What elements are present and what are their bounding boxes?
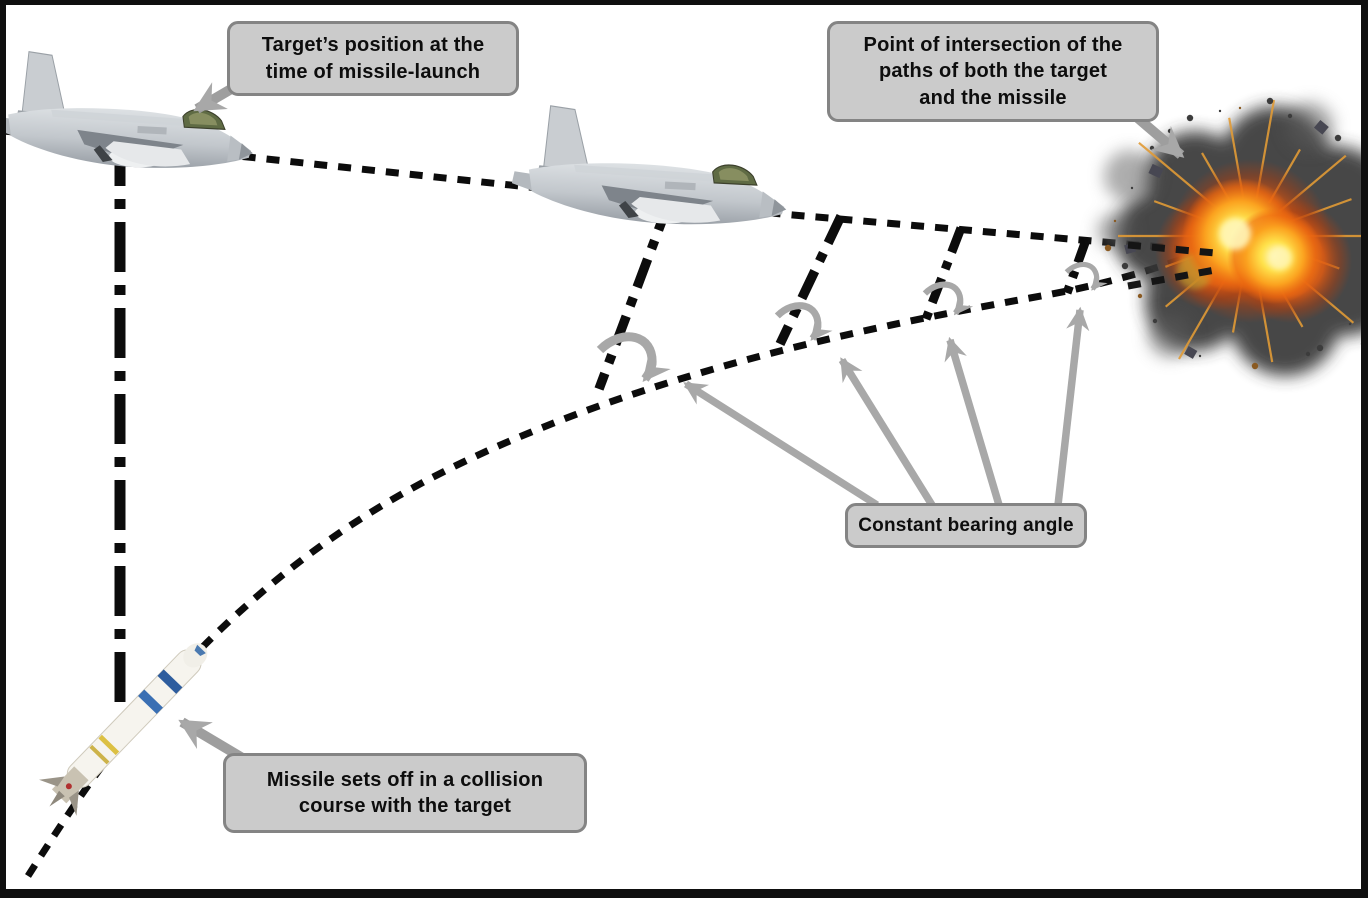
bearing-line-4 [921, 226, 966, 321]
bearing-label-arrow-3 [944, 336, 1003, 507]
missile-path-stub [1127, 266, 1216, 290]
bearing-line-5 [1062, 238, 1091, 295]
bearing-label-arrows [683, 306, 1090, 509]
target-path-line [3, 127, 1197, 254]
missile [39, 643, 208, 816]
bearing-label-arrow-4 [1054, 306, 1090, 506]
callout-line: Constant bearing angle [858, 514, 1074, 536]
bearing-label-arrow-1 [683, 380, 880, 509]
callout-line: time of missile-launch [265, 60, 481, 83]
bearing-label-arrow-2 [838, 357, 936, 507]
bearing-line-2 [594, 200, 674, 391]
missile-path-line [25, 250, 1198, 878]
callout-line: Missile sets off in a collision [266, 768, 544, 791]
callout-missile-launch: Missile sets off in a collision course w… [223, 753, 587, 833]
target-jet-later [509, 103, 792, 231]
callout-target-position: Target’s position at the time of missile… [227, 21, 519, 96]
callout-constant-bearing: Constant bearing angle [845, 503, 1087, 548]
callout-line: course with the target [298, 795, 512, 817]
callout-line: Target’s position at the [261, 34, 485, 57]
callout-intersection-point: Point of intersection of the paths of bo… [827, 21, 1159, 122]
callout-line: and the missile [919, 86, 1067, 109]
bearing-line-3 [775, 213, 846, 347]
explosion [1097, 97, 1368, 376]
target-path-stub [1127, 241, 1216, 257]
callout-line: Point of intersection of the [863, 33, 1123, 56]
target-jet-initial [0, 49, 259, 174]
bearing-lines [114, 136, 1091, 702]
callout-line: paths of both the target [878, 60, 1108, 83]
